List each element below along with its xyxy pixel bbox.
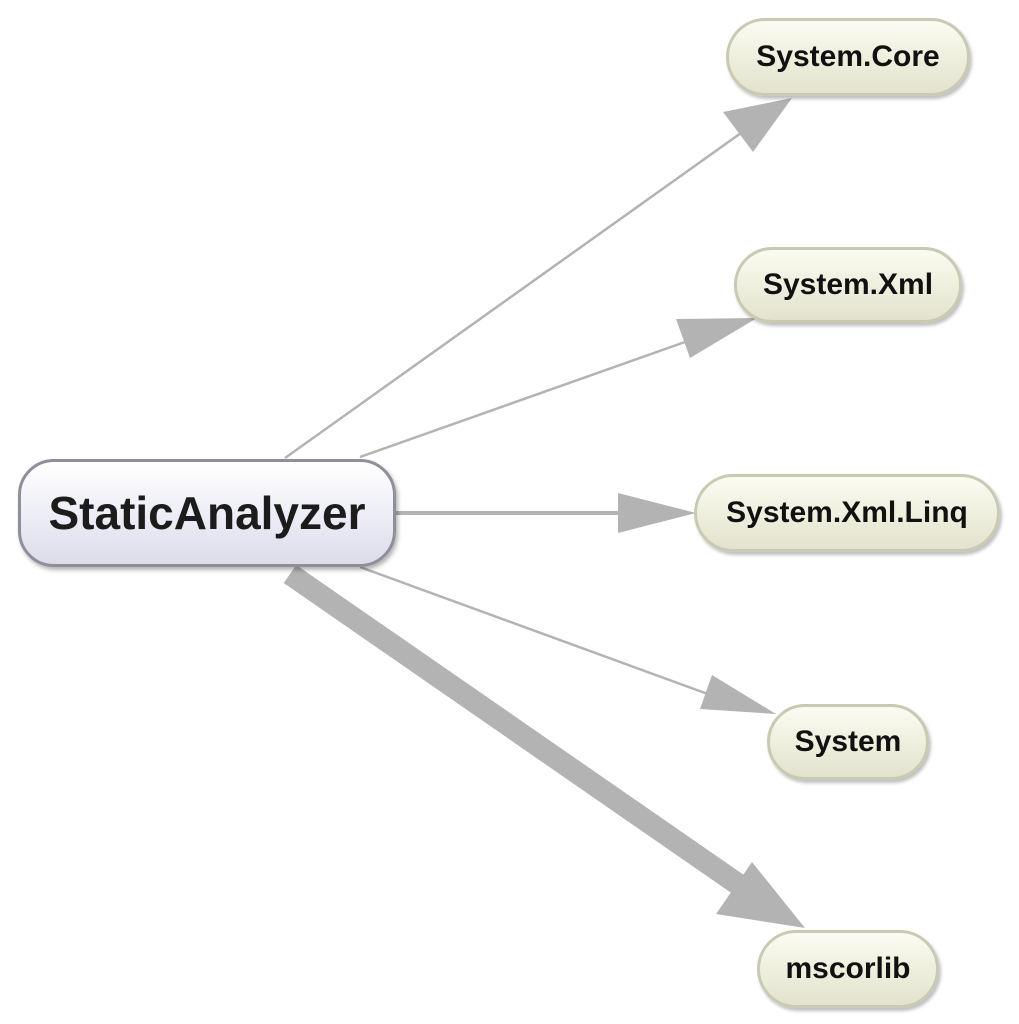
dependency-node-system-core[interactable]: System.Core: [726, 18, 970, 96]
root-node-label: StaticAnalyzer: [48, 487, 366, 539]
edge-system-xml: [359, 334, 703, 459]
dependency-node-label: System.Xml.Linq: [726, 496, 968, 529]
edge-mscorlib: [283, 564, 762, 906]
dependency-node-label: System: [794, 725, 902, 758]
dependency-node-system[interactable]: System: [767, 704, 929, 780]
edge-system-arrowhead: [700, 675, 776, 714]
edge-system-core-arrowhead: [723, 98, 792, 152]
dependency-node-label: System.Xml: [762, 268, 934, 301]
edge-system-xml-linq-arrowhead: [618, 493, 696, 533]
edge-system-xml-arrowhead: [676, 318, 757, 358]
edge-system: [359, 565, 717, 699]
dependency-node-label: System.Core: [756, 40, 940, 73]
dependency-node-system-xml-linq[interactable]: System.Xml.Linq: [694, 474, 1000, 552]
edge-mscorlib-arrowhead: [716, 862, 805, 928]
dependency-node-system-xml[interactable]: System.Xml: [734, 247, 962, 323]
edge-system-core: [284, 126, 749, 460]
root-node-staticanalyzer[interactable]: StaticAnalyzer: [18, 459, 396, 567]
dependency-node-mscorlib[interactable]: mscorlib: [757, 930, 939, 1008]
dependency-node-label: mscorlib: [785, 952, 911, 985]
